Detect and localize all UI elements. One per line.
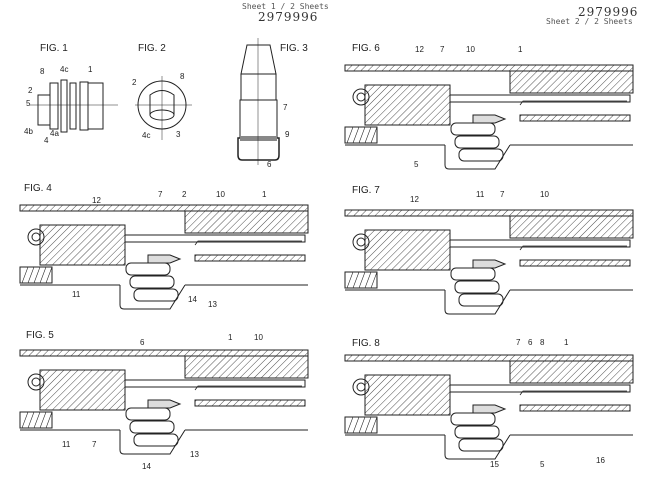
fig1-drawing xyxy=(30,79,118,133)
fig5-label: 6 xyxy=(140,338,145,347)
fig1-label: 4a xyxy=(50,129,59,138)
fig3-label: 7 xyxy=(283,103,288,112)
fig1-label: 1 xyxy=(88,65,93,74)
fig4-label: 7 xyxy=(158,190,163,199)
fig4-label: 11 xyxy=(72,290,81,299)
fig7-label: 7 xyxy=(500,190,505,199)
fig2-label: 8 xyxy=(180,72,185,81)
fig5-label: 1 xyxy=(228,333,233,342)
fig2-label: 3 xyxy=(176,130,181,139)
fig7-label: 10 xyxy=(540,190,549,199)
fig8-label: 6 xyxy=(528,338,533,347)
fig7-title: FIG. 7 xyxy=(352,185,380,196)
fig6-label: 5 xyxy=(414,160,419,169)
fig1-title: FIG. 1 xyxy=(40,43,68,54)
fig6-label: 12 xyxy=(415,45,424,54)
fig7-drawing xyxy=(344,209,634,315)
fig8-label: 15 xyxy=(490,460,499,469)
fig4-label: 12 xyxy=(92,196,101,205)
fig7-label: 12 xyxy=(410,195,419,204)
fig1-label: 4c xyxy=(60,65,69,74)
fig5-title: FIG. 5 xyxy=(26,330,54,341)
fig8-label: 1 xyxy=(564,338,569,347)
fig8-label: 16 xyxy=(596,456,605,465)
fig1-label: 4b xyxy=(24,127,33,136)
fig1-label: 8 xyxy=(40,67,45,76)
fig5-label: 7 xyxy=(92,440,97,449)
fig5-label: 13 xyxy=(190,450,199,459)
fig1-label: 2 xyxy=(28,86,33,95)
fig5-label: 10 xyxy=(254,333,263,342)
fig6-label: 7 xyxy=(440,45,445,54)
fig2-label: 4c xyxy=(142,131,151,140)
fig8-label: 8 xyxy=(540,338,545,347)
fig6-drawing xyxy=(344,64,634,170)
sheet-label-left: Sheet 1 / 2 Sheets xyxy=(242,2,329,11)
fig6-title: FIG. 6 xyxy=(352,43,380,54)
fig6-label: 10 xyxy=(466,45,475,54)
fig4-label: 1 xyxy=(262,190,267,199)
fig3-label: 6 xyxy=(267,160,272,169)
fig4-label: 14 xyxy=(188,295,197,304)
fig6-label: 1 xyxy=(518,45,523,54)
fig4-drawing xyxy=(19,204,309,310)
fig3-drawing xyxy=(237,38,280,165)
fig3-label: 9 xyxy=(285,130,290,139)
fig5-drawing xyxy=(19,349,309,455)
fig5-label: 11 xyxy=(62,440,71,449)
fig8-label: 5 xyxy=(540,460,545,469)
fig8-drawing xyxy=(344,354,634,460)
fig4-label: 2 xyxy=(182,190,187,199)
patent-number-left: 2979996 xyxy=(258,10,319,24)
fig8-label: 7 xyxy=(516,338,521,347)
fig4-label: 13 xyxy=(208,300,217,309)
fig2-drawing xyxy=(135,76,192,140)
fig2-title: FIG. 2 xyxy=(138,43,166,54)
fig2-label: 2 xyxy=(132,78,137,87)
sheet-label-right: Sheet 2 / 2 Sheets xyxy=(546,17,633,26)
fig1-label: 4 xyxy=(44,136,49,145)
patent-number-right: 2979996 xyxy=(578,5,639,19)
fig8-title: FIG. 8 xyxy=(352,338,380,349)
fig3-title: FIG. 3 xyxy=(280,43,308,54)
fig5-label: 14 xyxy=(142,462,151,471)
fig1-label: 5 xyxy=(26,99,31,108)
fig4-title: FIG. 4 xyxy=(24,183,52,194)
fig7-label: 11 xyxy=(476,190,485,199)
fig4-label: 10 xyxy=(216,190,225,199)
